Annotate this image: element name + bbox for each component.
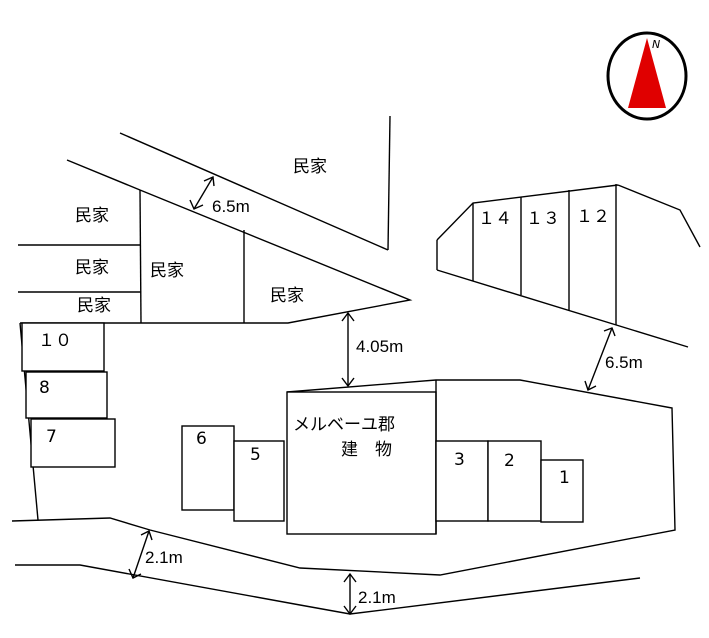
parking-number-13: １３ (526, 209, 560, 229)
house-label-left-1: 民家 (75, 206, 109, 226)
parking-number-8: 8 (39, 378, 50, 398)
parking-number-5: 5 (250, 445, 261, 465)
dim-label-right-road: 6.5m (605, 353, 643, 372)
dim-label-bottom-2: 2.1m (358, 588, 396, 607)
parking-5 (233, 440, 285, 522)
dim-label-top-road: 6.5m (212, 197, 250, 216)
house-label-left-2: 民家 (75, 258, 109, 278)
parking-8 (25, 371, 108, 419)
top-house-boundary (387, 115, 391, 251)
house-label-left-3: 民家 (77, 296, 111, 316)
parking-number-2: 2 (504, 451, 515, 471)
building (286, 391, 437, 535)
house-label-mid-right: 民家 (270, 286, 304, 306)
mid-block-left-divider (139, 189, 142, 324)
parking-number-12: １２ (576, 207, 610, 227)
building-label-line-2: 建 物 (341, 440, 392, 460)
dim-arrow-bottom-1 (128, 530, 153, 579)
north-compass-icon: N (606, 31, 688, 121)
bottom-road-edge (15, 564, 641, 615)
parking-7 (30, 418, 116, 468)
parking-1 (540, 459, 584, 523)
parking-number-7: 7 (46, 427, 57, 447)
parking-number-6: 6 (196, 429, 207, 449)
house-label-top: 民家 (293, 157, 327, 177)
dim-label-center: 4.05m (356, 337, 403, 356)
parking-number-3: 3 (454, 450, 465, 470)
main-lot-boundary (11, 379, 676, 576)
parking-number-1: 1 (559, 468, 570, 488)
parking-number-10: １０ (38, 331, 72, 351)
dim-arrow-right-road (584, 327, 616, 391)
top-road-upper-edge (119, 132, 389, 251)
mid-block-boundary (20, 189, 413, 324)
parking-6 (181, 425, 235, 511)
right-block-edge (617, 184, 701, 248)
top-road-lower-edge (66, 159, 141, 191)
house-label-mid-left: 民家 (150, 261, 184, 281)
north-arrow-icon (628, 38, 666, 108)
dim-arrow-bottom-2 (343, 572, 357, 616)
dim-label-bottom-1: 2.1m (145, 548, 183, 567)
parking-number-14: １４ (478, 209, 512, 229)
dim-arrow-top-road (189, 175, 215, 210)
parking-10 (21, 322, 105, 372)
dim-arrow-center (341, 311, 355, 388)
right-road-upper-edge (436, 269, 689, 348)
building-label-line-1: メルベーユ郡 (293, 415, 395, 435)
north-label: N (652, 38, 660, 51)
